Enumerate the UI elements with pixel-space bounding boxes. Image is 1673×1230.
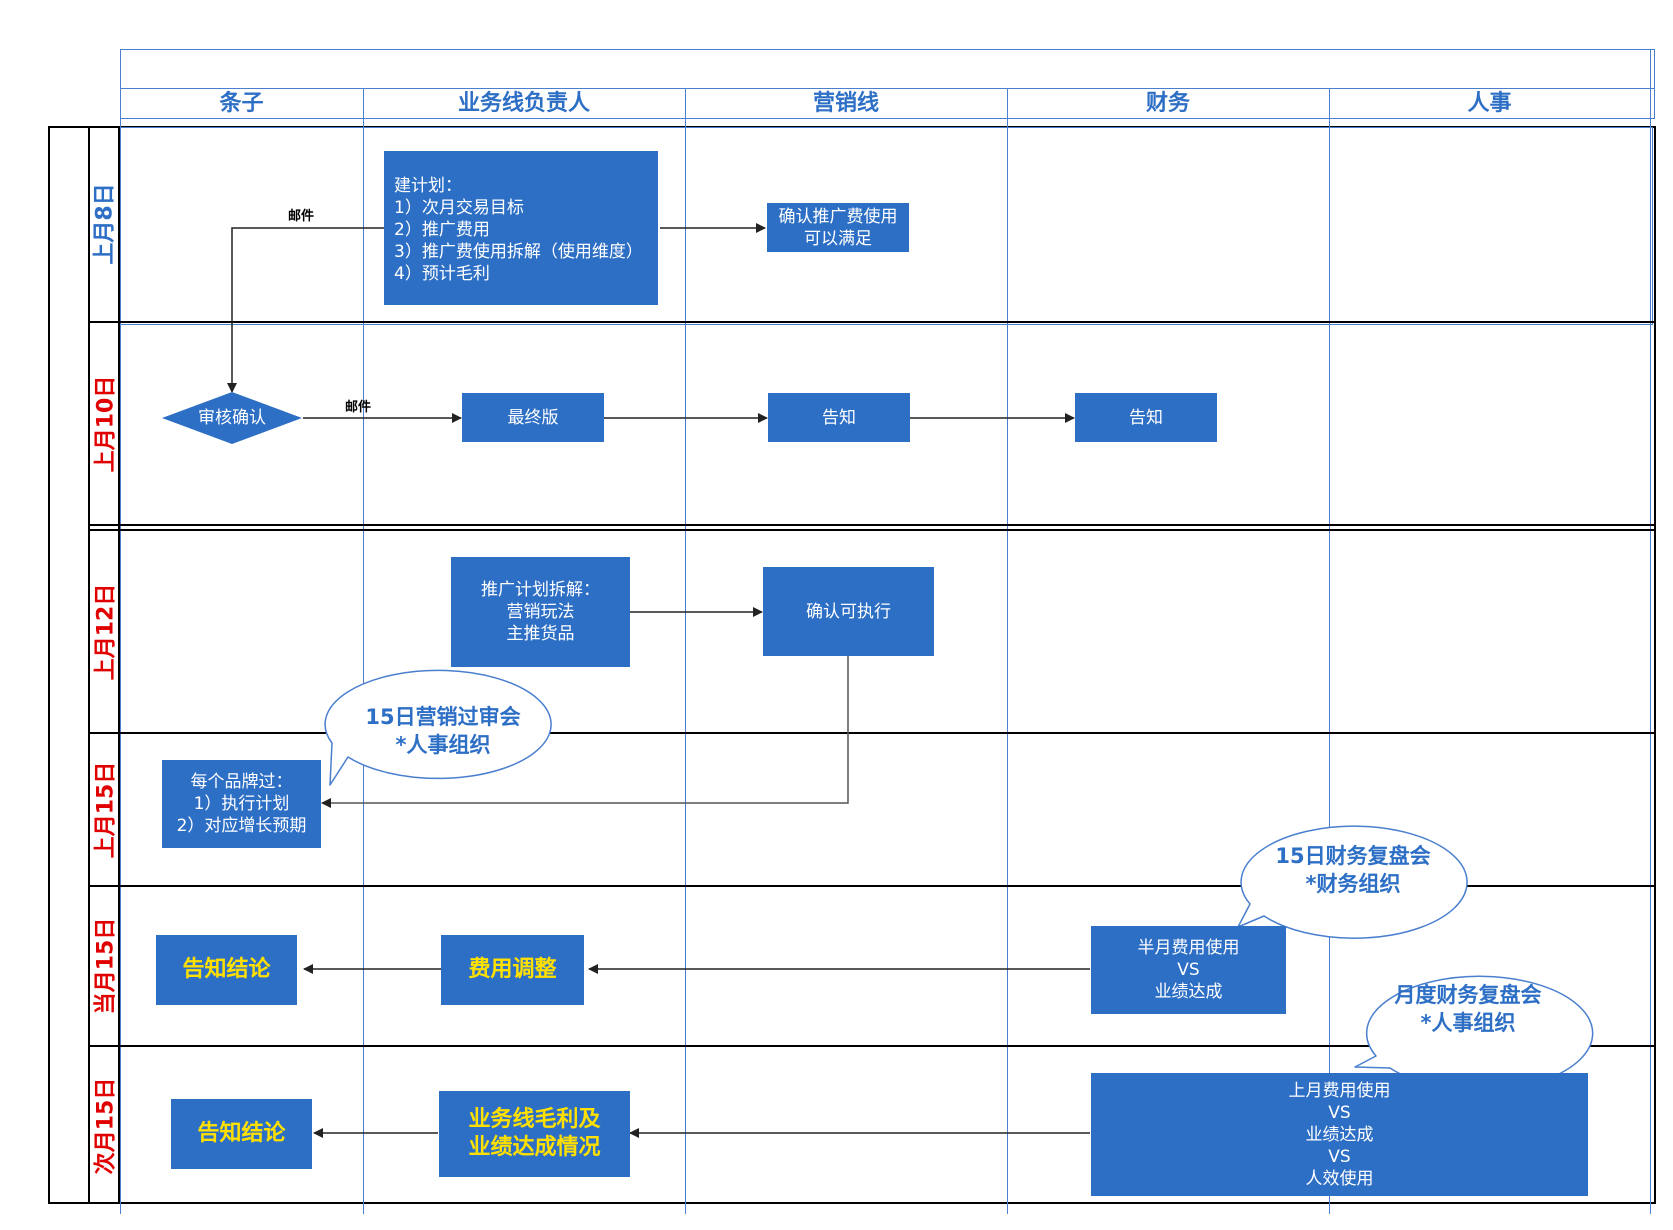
notify-finance-box: 告知	[1075, 393, 1217, 442]
arrow-confirm-to-brand-review	[321, 656, 849, 808]
bubble-marketing-review-shape	[324, 669, 552, 786]
column-divider	[685, 89, 686, 1214]
bubble-finance-review-shape	[1237, 825, 1468, 939]
bubble-finance-review: 15日财务复盘会 *财务组织	[1275, 844, 1431, 896]
column-header-business-owner: 业务线负责人	[457, 91, 590, 116]
lane-divider	[88, 885, 1656, 887]
last-month-box: 上月费用使用 VS 业绩达成 VS 人效使用	[1091, 1073, 1588, 1196]
column-divider	[1007, 89, 1008, 1214]
header-divider	[120, 88, 1655, 89]
edge-label-mail: 邮件	[345, 400, 372, 415]
column-divider	[1329, 89, 1330, 1214]
arrow-plan-to-review	[227, 227, 384, 393]
lane-frame	[120, 127, 1653, 325]
confirm-exec-box: 确认可执行	[763, 567, 934, 656]
brand-review-box: 每个品牌过： 1）执行计划 2）对应增长预期	[162, 760, 321, 848]
column-divider	[120, 49, 121, 1214]
final-version-box: 最终版	[462, 393, 604, 442]
review-diamond	[162, 392, 302, 444]
label-divider-left	[88, 126, 90, 1204]
margin-status-box: 业务线毛利及 业绩达成情况	[439, 1091, 630, 1177]
half-month-box: 半月费用使用 VS 业绩达成	[1091, 926, 1286, 1014]
column-header-finance: 财务	[1145, 91, 1190, 116]
column-header-marketing: 营销线	[812, 91, 879, 116]
lane-divider	[88, 1045, 1656, 1047]
notify-conclusion-box: 告知结论	[156, 935, 297, 1005]
confirm-budget-box: 确认推广费使用 可以满足	[767, 203, 909, 252]
label-divider-right	[118, 126, 120, 1204]
promo-breakdown-box: 推广计划拆解： 营销玩法 主推货品	[451, 557, 630, 667]
bubble-marketing-review: 15日营销过审会 *人事组织	[365, 705, 521, 757]
cost-adjust-box: 费用调整	[441, 935, 584, 1005]
column-header-hr: 人事	[1467, 91, 1512, 116]
column-divider	[363, 89, 364, 1214]
plan-box: 建计划： 1）次月交易目标 2）推广费用 3）推广费使用拆解（使用维度） 4）预…	[384, 151, 658, 305]
notify-conclusion-box: 告知结论	[171, 1099, 312, 1169]
review-diamond-label: 审核确认	[198, 408, 266, 428]
column-divider	[1650, 49, 1651, 1214]
lane-divider	[88, 524, 1656, 526]
lane-divider	[88, 529, 1656, 531]
bubble-monthly-review: 月度财务复盘会 *人事组织	[1394, 983, 1542, 1035]
lane-divider	[88, 321, 1656, 323]
lane-divider	[88, 732, 1656, 734]
column-header-tiaozi: 条子	[219, 91, 264, 116]
notify-marketing-box: 告知	[768, 393, 910, 442]
edge-label-mail: 邮件	[288, 209, 315, 224]
